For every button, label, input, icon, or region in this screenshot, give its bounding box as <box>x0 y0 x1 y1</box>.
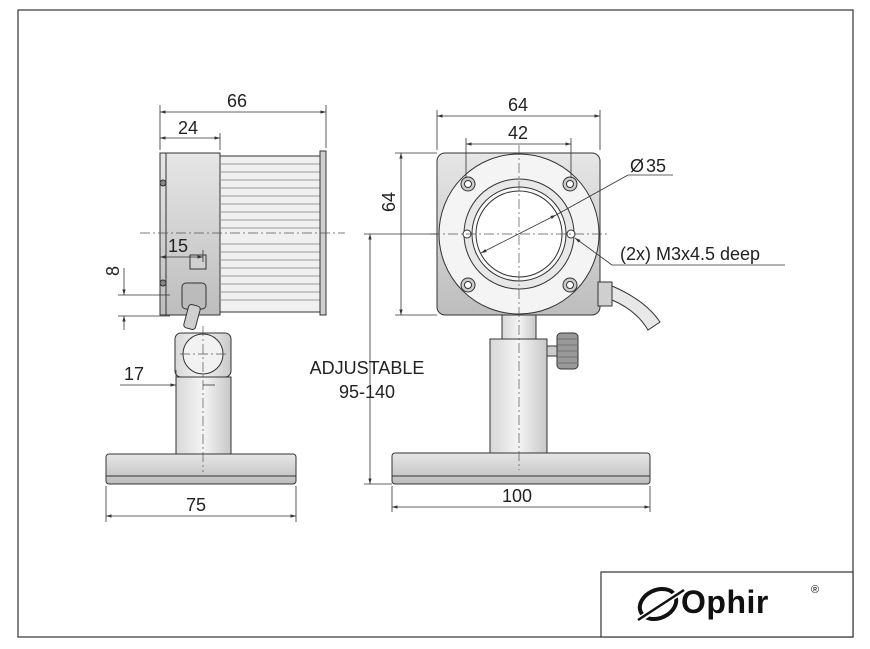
dim-base-width-side: 75 <box>186 495 206 515</box>
ophir-logo-icon <box>634 585 688 625</box>
dim-side-width: 66 <box>227 91 247 111</box>
front-view <box>391 145 661 485</box>
dim-hole-spacing: 42 <box>508 123 528 143</box>
dim-front-width: 64 <box>508 95 528 115</box>
logo-frame <box>600 571 854 638</box>
dim-front-height: 64 <box>379 192 399 212</box>
logo-registered: ® <box>811 584 820 596</box>
dim-post-offset: 17 <box>124 364 144 384</box>
dim-side-height: 8 <box>103 266 123 276</box>
label-holes: (2x) M3x4.5 deep <box>620 244 760 264</box>
logo: Ophir ® <box>601 572 851 637</box>
dim-base-width-front: 100 <box>502 486 532 506</box>
side-view <box>105 150 345 485</box>
side-dimensions <box>105 105 327 522</box>
dim-side-depth: 24 <box>178 118 198 138</box>
dimension-labels: 66 24 15 8 17 75 64 42 64 Ø 35 (2x) M3x4… <box>103 91 760 515</box>
dim-diameter-symbol: Ø <box>630 156 644 176</box>
label-adjustable: ADJUSTABLE <box>310 358 425 378</box>
drawing-frame <box>17 9 854 638</box>
front-dimensions <box>364 110 785 512</box>
logo-brand: Ophir <box>681 584 769 620</box>
label-adjustable-range: 95-140 <box>339 382 395 402</box>
dim-aperture: 35 <box>646 156 666 176</box>
dim-side-offset: 15 <box>168 236 188 256</box>
